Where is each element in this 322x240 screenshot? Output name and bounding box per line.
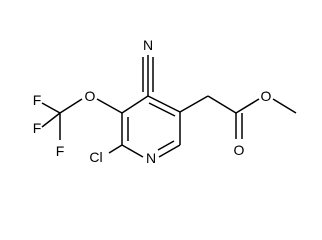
atom-label-cl: Cl — [89, 149, 102, 165]
atom-label-n-ring: N — [146, 150, 156, 166]
atom-label-f2: F — [33, 120, 42, 136]
bond-c4-c5-inner — [148, 102, 176, 117]
bond-o-ch3 — [272, 98, 297, 114]
bond-c4-c5 — [147, 95, 181, 113]
atom-label-o-carbonyl: O — [234, 142, 245, 158]
bond-c5-ch2 — [179, 95, 209, 113]
bond-c2-cl — [108, 144, 123, 154]
bond-c-f1 — [41, 102, 61, 114]
bond-c3-o — [96, 98, 123, 114]
bond-n-c2 — [121, 144, 144, 158]
bond-c6-n-inner — [157, 140, 175, 151]
bond-c6-n — [158, 144, 181, 158]
molecule-structure: N Cl N O F F F O O — [33, 37, 297, 166]
atom-label-o-ether: O — [85, 88, 96, 104]
bond-o-cf3 — [59, 98, 83, 114]
atom-label-o-ester: O — [261, 88, 272, 104]
atom-label-n-nitrile: N — [143, 37, 153, 53]
bond-ch2-co — [207, 95, 237, 114]
bond-c-o-ester — [235, 98, 260, 114]
bond-c-f2 — [41, 112, 61, 128]
bond-c3-c4 — [121, 95, 149, 114]
atom-label-f1: F — [33, 92, 42, 108]
atom-label-f3: F — [56, 143, 65, 159]
